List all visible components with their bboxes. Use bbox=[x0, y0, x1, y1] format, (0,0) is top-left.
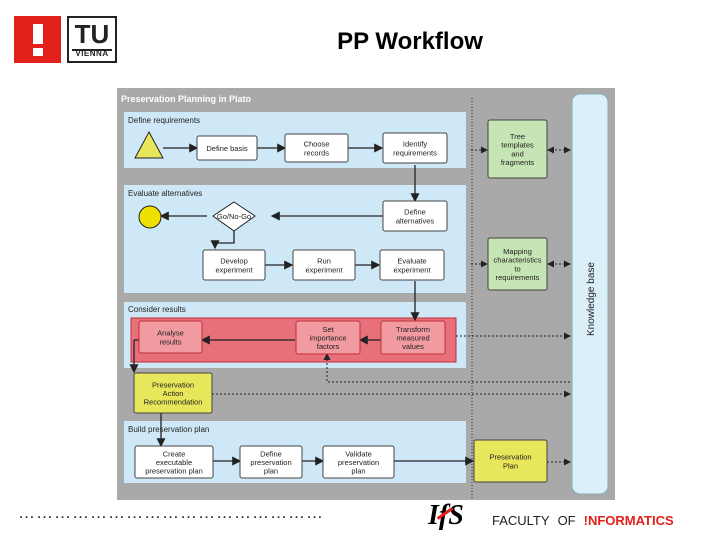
identify-requirements-box bbox=[382, 132, 448, 164]
start-triangle bbox=[134, 130, 164, 159]
faculty-of-informatics: FACULTY OF !NFORMATICS bbox=[492, 513, 674, 528]
evaluate-experiment-label: experiment bbox=[393, 265, 431, 274]
mapping-box bbox=[487, 237, 548, 291]
validate-plan-box bbox=[322, 445, 395, 479]
analyse-results-box bbox=[138, 320, 203, 354]
tu-vienna-logo: TU VIENNA bbox=[67, 16, 117, 63]
run-experiment-label: Run bbox=[317, 257, 331, 266]
develop-experiment-label: experiment bbox=[215, 265, 253, 274]
exclamation-icon bbox=[33, 24, 43, 56]
analyse-results-label: results bbox=[159, 337, 181, 346]
transform-values-label: measured bbox=[396, 334, 429, 343]
knowledge-base-label: Knowledge base bbox=[586, 262, 597, 336]
evaluate-experiment-box bbox=[379, 249, 445, 281]
choose-records-label: records bbox=[304, 148, 329, 157]
validate-plan-label: Validate bbox=[345, 449, 372, 458]
define-plan-label: preservation bbox=[250, 458, 291, 467]
set-importance-label: factors bbox=[317, 342, 340, 351]
define-plan-box bbox=[239, 445, 303, 479]
identify-requirements-label: requirements bbox=[393, 148, 437, 157]
identify-requirements-label: Identify bbox=[403, 140, 427, 149]
recommendation-label: Recommendation bbox=[144, 398, 203, 407]
page-title: PP Workflow bbox=[337, 28, 483, 55]
frame-title: Preservation Planning in Plato bbox=[121, 94, 252, 104]
section-build-title: Build preservation plan bbox=[128, 425, 209, 434]
analyse-results-label: Analyse bbox=[157, 329, 184, 338]
create-plan-label: Create bbox=[163, 449, 186, 458]
define-plan-label: plan bbox=[264, 467, 278, 476]
logo-tu-text: TU bbox=[74, 19, 110, 49]
define-alternatives-label: alternatives bbox=[396, 216, 435, 225]
go-no-go-label: Go/No-Go bbox=[217, 212, 251, 221]
define-alternatives-box bbox=[382, 200, 448, 232]
ifs-logo: IfS bbox=[428, 500, 464, 531]
go-no-go-diamond bbox=[212, 201, 256, 232]
mapping-label: Mapping bbox=[503, 247, 532, 256]
recommendation-label: Action bbox=[163, 389, 184, 398]
faculty-text: FACULTY bbox=[492, 513, 550, 528]
end-circle bbox=[138, 205, 162, 229]
workflow-diagram: Preservation Planning in Plato Knowledge… bbox=[117, 88, 615, 500]
set-importance-label: importance bbox=[309, 334, 346, 343]
define-basis-label: Define basis bbox=[206, 144, 248, 153]
validate-plan-label: plan bbox=[351, 467, 365, 476]
define-plan-label: Define bbox=[260, 449, 282, 458]
section-evaluate-title: Evaluate alternatives bbox=[128, 189, 202, 198]
tree-templates-box bbox=[487, 119, 548, 179]
logo-sub-text: VIENNA bbox=[75, 49, 109, 58]
mapping-label: requirements bbox=[496, 273, 540, 282]
define-alternatives-label: Define bbox=[404, 208, 426, 217]
recommendation-label: Preservation bbox=[152, 380, 194, 389]
preservation-plan-label: Preservation bbox=[489, 453, 531, 462]
create-plan-label: preservation plan bbox=[145, 467, 203, 476]
preservation-plan-box bbox=[473, 439, 548, 483]
set-importance-box bbox=[295, 320, 361, 355]
transform-values-label: Transform bbox=[396, 325, 430, 334]
tree-templates-label: fragments bbox=[501, 158, 535, 167]
knowledge-base bbox=[571, 93, 609, 495]
recommendation-box bbox=[133, 372, 213, 414]
tu-exclamation-logo bbox=[14, 16, 61, 63]
mapping-label: to bbox=[514, 264, 520, 273]
mapping-label: characteristics bbox=[494, 256, 542, 265]
set-importance-label: Set bbox=[322, 325, 334, 334]
create-plan-box bbox=[134, 445, 214, 479]
logo-rule bbox=[72, 49, 112, 51]
develop-experiment-box bbox=[202, 249, 266, 281]
create-plan-label: executable bbox=[156, 458, 192, 467]
choose-records-label: Choose bbox=[304, 140, 330, 149]
section-define-title: Define requirements bbox=[128, 116, 200, 125]
of-text: OF bbox=[557, 513, 576, 528]
footer-dots: …………………………………………… bbox=[18, 503, 324, 522]
run-experiment-box bbox=[292, 249, 356, 281]
section-consider-title: Consider results bbox=[128, 305, 186, 314]
preservation-plan-label: Plan bbox=[503, 461, 518, 470]
transform-values-label: values bbox=[402, 342, 424, 351]
transform-values-box bbox=[380, 320, 446, 355]
choose-records-box bbox=[284, 133, 349, 163]
tree-templates-label: and bbox=[511, 149, 524, 158]
run-experiment-label: experiment bbox=[305, 265, 343, 274]
tree-templates-label: Tree bbox=[510, 132, 525, 141]
informatics-text: !NFORMATICS bbox=[583, 513, 674, 528]
validate-plan-label: preservation bbox=[338, 458, 379, 467]
evaluate-experiment-label: Evaluate bbox=[397, 257, 426, 266]
define-basis-box bbox=[196, 135, 258, 161]
develop-experiment-label: Develop bbox=[220, 257, 248, 266]
tree-templates-label: templates bbox=[501, 141, 534, 150]
